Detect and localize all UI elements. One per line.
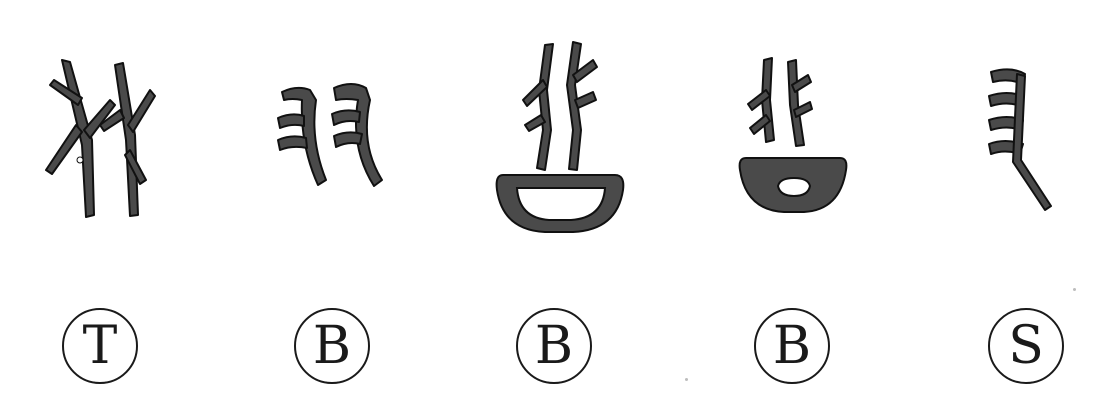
ancient-glyph-5 xyxy=(925,30,1107,240)
circled-label-b-1: B xyxy=(294,308,370,384)
ancient-glyph-2 xyxy=(252,30,442,240)
circled-label-s: S xyxy=(988,308,1064,384)
ancient-glyph-1 xyxy=(20,30,210,240)
ancient-glyph-5-drawing xyxy=(988,68,1052,211)
circled-label-b-2-text: B xyxy=(534,316,574,376)
circled-label-t: T xyxy=(62,308,138,384)
ancient-glyph-3-drawing xyxy=(495,41,625,233)
ancient-glyph-4 xyxy=(700,30,890,240)
ancient-glyph-2-drawing xyxy=(277,83,383,187)
scan-speck xyxy=(685,378,688,381)
circled-label-b-1-text: B xyxy=(312,316,352,376)
ancient-glyph-1-drawing xyxy=(45,59,156,218)
ancient-glyph-3 xyxy=(465,30,655,240)
scan-speck xyxy=(1073,288,1076,291)
circled-label-t-text: T xyxy=(82,316,118,376)
ancient-glyph-4-drawing xyxy=(738,57,848,213)
circled-label-b-3: B xyxy=(754,308,830,384)
circled-label-b-2: B xyxy=(516,308,592,384)
circled-label-b-3-text: B xyxy=(772,316,812,376)
circled-label-s-text: S xyxy=(1008,316,1044,376)
